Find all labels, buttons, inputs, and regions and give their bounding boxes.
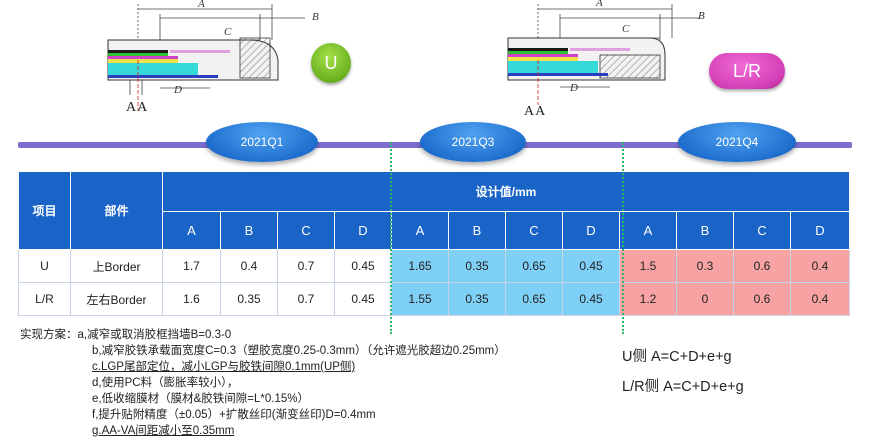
design-value-table: 项目 部件 设计值/mm A B C D A B C D A B C D U 上… <box>18 171 850 316</box>
sub-header: B <box>676 211 734 250</box>
dimension-label-c: C <box>224 26 232 38</box>
value-cell: 1.5 <box>619 249 677 283</box>
notes-lead: 实现方案： <box>20 329 78 341</box>
quarter-badge-q4: 2021Q4 <box>678 122 796 162</box>
dimension-label-c: C <box>622 23 630 35</box>
sub-header: C <box>733 211 791 250</box>
note-c: c.LGP尾部定位，减小LGP与胶铁间隙0.1mm(UP侧) <box>92 361 356 373</box>
value-cell: 0.65 <box>505 249 563 283</box>
sub-header: C <box>277 211 335 250</box>
sub-header: D <box>562 211 620 250</box>
value-cell: 0.35 <box>220 282 278 316</box>
note-line-a: 实现方案：a,减窄或取消胶框挡墙B=0.3-0 <box>20 327 506 343</box>
cross-section-drawing <box>507 4 700 105</box>
cross-section-diagram-u: A B C D AA <box>100 0 330 120</box>
sub-header: A <box>619 211 677 250</box>
value-cell: 0.45 <box>562 282 620 316</box>
row-part: 左右Border <box>70 282 163 316</box>
value-cell: 0.4 <box>790 249 850 283</box>
sub-header: B <box>448 211 506 250</box>
phase-divider-q4 <box>622 142 624 334</box>
value-cell: 0.4 <box>220 249 278 283</box>
phase-divider-q3 <box>390 142 392 334</box>
dimension-label-a: A <box>198 0 205 10</box>
value-cell: 0.65 <box>505 282 563 316</box>
formula-u-side: U侧 A=C+D+e+g <box>622 349 732 365</box>
row-item: U <box>18 249 71 283</box>
u-side-badge: U <box>311 43 351 83</box>
sub-header: A <box>391 211 449 250</box>
value-cell: 0.35 <box>448 249 506 283</box>
cross-section-diagram-lr: A B C D AA <box>500 0 730 120</box>
quarter-badge-q1: 2021Q1 <box>206 122 318 162</box>
value-cell: 1.55 <box>391 282 449 316</box>
note-g: g.AA-VA间距减小至0.35mm <box>92 425 235 437</box>
value-cell: 1.65 <box>391 249 449 283</box>
header-design-value: 设计值/mm <box>162 171 850 212</box>
cross-section-drawing <box>107 4 305 110</box>
value-cell: 0.6 <box>733 249 791 283</box>
value-cell: 1.7 <box>162 249 221 283</box>
aa-label: AA <box>126 100 149 115</box>
dimension-label-b: B <box>312 11 319 23</box>
formula-lr-side: L/R侧 A=C+D+e+g <box>622 379 744 395</box>
value-cell: 0 <box>676 282 734 316</box>
sub-header: D <box>790 211 850 250</box>
header-part: 部件 <box>70 171 163 250</box>
table-row: L/R 左右Border 1.6 0.35 0.7 0.45 1.55 0.35… <box>18 282 850 316</box>
row-item: L/R <box>18 282 71 316</box>
value-cell: 0.3 <box>676 249 734 283</box>
dimension-label-a: A <box>596 0 603 9</box>
note-d: d,使用PC料（膨胀率较小）， <box>92 377 239 389</box>
value-cell: 0.4 <box>790 282 850 316</box>
note-b: b,减窄胶铁承载面宽度C=0.3（塑胶宽度0.25-0.3mm）（允许遮光胶超边… <box>92 345 506 357</box>
sub-header: D <box>334 211 392 250</box>
dimension-label-b: B <box>698 10 705 22</box>
aa-label: AA <box>524 104 547 119</box>
implementation-notes: 实现方案：a,减窄或取消胶框挡墙B=0.3-0 b,减窄胶铁承载面宽度C=0.3… <box>20 327 506 439</box>
value-cell: 0.45 <box>334 282 392 316</box>
sub-header: C <box>505 211 563 250</box>
note-f: f,提升贴附精度（±0.05）+扩散丝印(渐变丝印)D=0.4mm <box>92 409 376 421</box>
value-cell: 0.6 <box>733 282 791 316</box>
value-cell: 0.45 <box>334 249 392 283</box>
value-cell: 0.45 <box>562 249 620 283</box>
value-cell: 1.6 <box>162 282 221 316</box>
value-cell: 0.35 <box>448 282 506 316</box>
value-cell: 0.7 <box>277 249 335 283</box>
header-item: 项目 <box>18 171 71 250</box>
quarter-badge-q3: 2021Q3 <box>420 122 526 162</box>
note-a: a,减窄或取消胶框挡墙B=0.3-0 <box>77 329 232 341</box>
lr-side-badge: L/R <box>709 53 785 89</box>
table-row: U 上Border 1.7 0.4 0.7 0.45 1.65 0.35 0.6… <box>18 249 850 283</box>
row-part: 上Border <box>70 249 163 283</box>
dimension-label-d: D <box>174 84 182 96</box>
value-cell: 1.2 <box>619 282 677 316</box>
value-cell: 0.7 <box>277 282 335 316</box>
sub-header: B <box>220 211 278 250</box>
dimension-label-d: D <box>570 82 578 94</box>
note-e: e,低收缩膜材（膜材&胶铁间隙=L*0.15%） <box>92 393 309 405</box>
sub-header: A <box>162 211 221 250</box>
